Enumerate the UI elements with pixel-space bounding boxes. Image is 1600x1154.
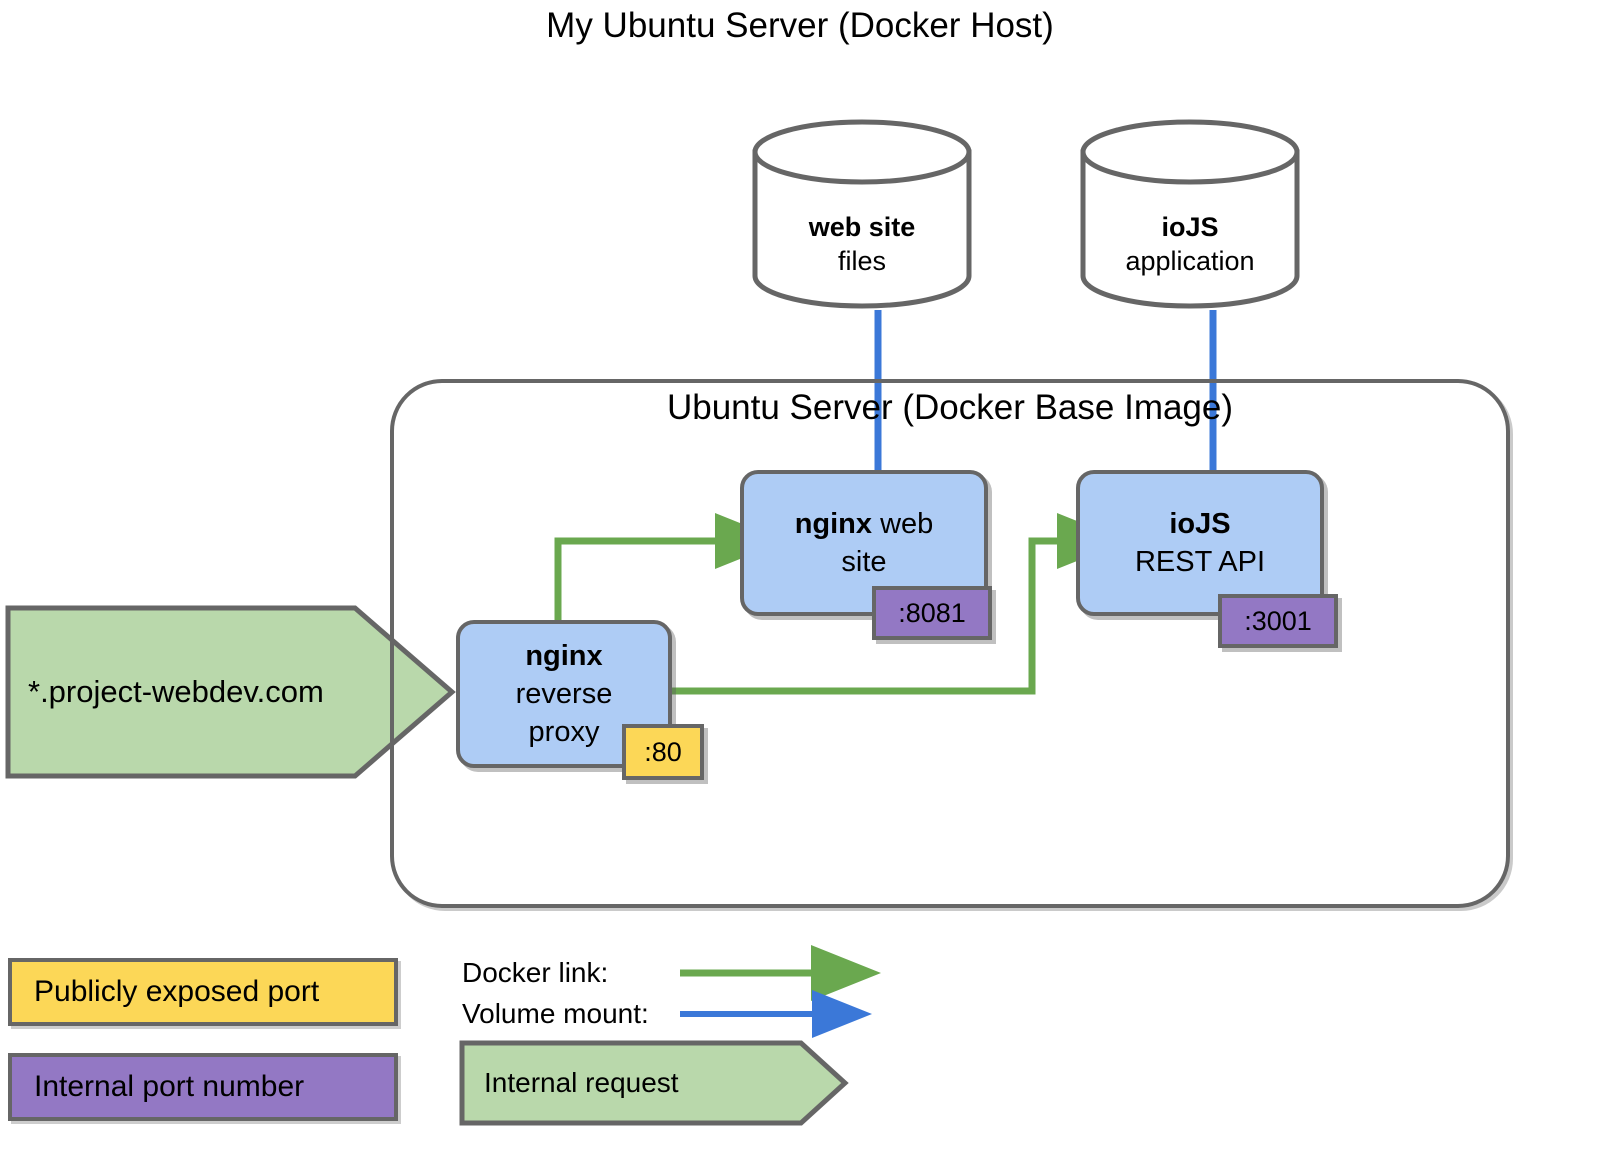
iojs-application-volume: ioJS application	[1078, 118, 1302, 309]
nginx-web-site-port-text: :8081	[898, 598, 966, 628]
cylinder-shape	[752, 119, 972, 309]
cylinder-shape	[1080, 119, 1300, 309]
legend-internal-request-label: Internal request	[484, 1063, 804, 1103]
legend-public-port-swatch: Publicly exposed port	[8, 958, 398, 1026]
volume-label: ioJS application	[1078, 210, 1302, 278]
external-request-shape	[5, 605, 456, 779]
legend-public-port-label: Publicly exposed port	[34, 975, 320, 1008]
docker-base-image-container	[390, 379, 1510, 908]
nginx-reverse-proxy-label-line3: proxy	[528, 716, 600, 748]
volume-label-line1: ioJS	[1161, 212, 1219, 242]
iojs-rest-api-label-line2: REST API	[1134, 546, 1266, 578]
iojs-rest-api-container[interactable]: ioJS REST API	[1076, 470, 1324, 616]
host-title: My Ubuntu Server (Docker Host)	[546, 6, 1054, 45]
nginx-web-site-port-badge: :8081	[872, 586, 992, 640]
base-image-title: Ubuntu Server (Docker Base Image)	[666, 388, 1234, 427]
iojs-rest-api-port-badge: :3001	[1218, 594, 1338, 648]
legend-internal-port-swatch: Internal port number	[8, 1053, 398, 1121]
web-site-files-volume: web site files	[750, 118, 974, 309]
nginx-reverse-proxy-port-badge: :80	[622, 724, 704, 780]
nginx-web-site-label: nginx web site	[795, 505, 934, 581]
external-request-label: *.project-webdev.com	[28, 664, 428, 720]
volume-label-line1: web site	[808, 212, 916, 242]
external-request-text: *.project-webdev.com	[28, 674, 324, 709]
nginx-reverse-proxy-port-text: :80	[644, 737, 682, 767]
legend-internal-request-shape	[459, 1040, 849, 1126]
nginx-web-site-label-line2: site	[841, 546, 887, 578]
iojs-rest-api-port-text: :3001	[1244, 606, 1312, 636]
nginx-web-site-label-rest: web	[872, 508, 934, 540]
nginx-reverse-proxy-label-line2: reverse	[515, 678, 613, 710]
volume-label-line2: application	[1125, 246, 1255, 276]
legend-docker-link-label: Docker link:	[462, 957, 609, 988]
volume-label-line2: files	[837, 246, 886, 276]
docker-link-proxy-to-iojs	[672, 513, 1127, 695]
legend-volume-mount-label: Volume mount:	[462, 998, 649, 1029]
legend-internal-port-label: Internal port number	[34, 1070, 305, 1103]
legend-internal-request-text: Internal request	[484, 1067, 679, 1098]
nginx-web-site-label-bold: nginx	[794, 508, 873, 540]
nginx-reverse-proxy-label: nginx reverse proxy	[516, 637, 613, 751]
nginx-reverse-proxy-label-bold: nginx	[525, 640, 603, 672]
iojs-rest-api-label-bold: ioJS	[1169, 508, 1231, 540]
volume-label: web site files	[750, 210, 974, 278]
docker-link-proxy-to-nginx	[554, 513, 785, 622]
iojs-rest-api-label: ioJS REST API	[1135, 505, 1265, 581]
